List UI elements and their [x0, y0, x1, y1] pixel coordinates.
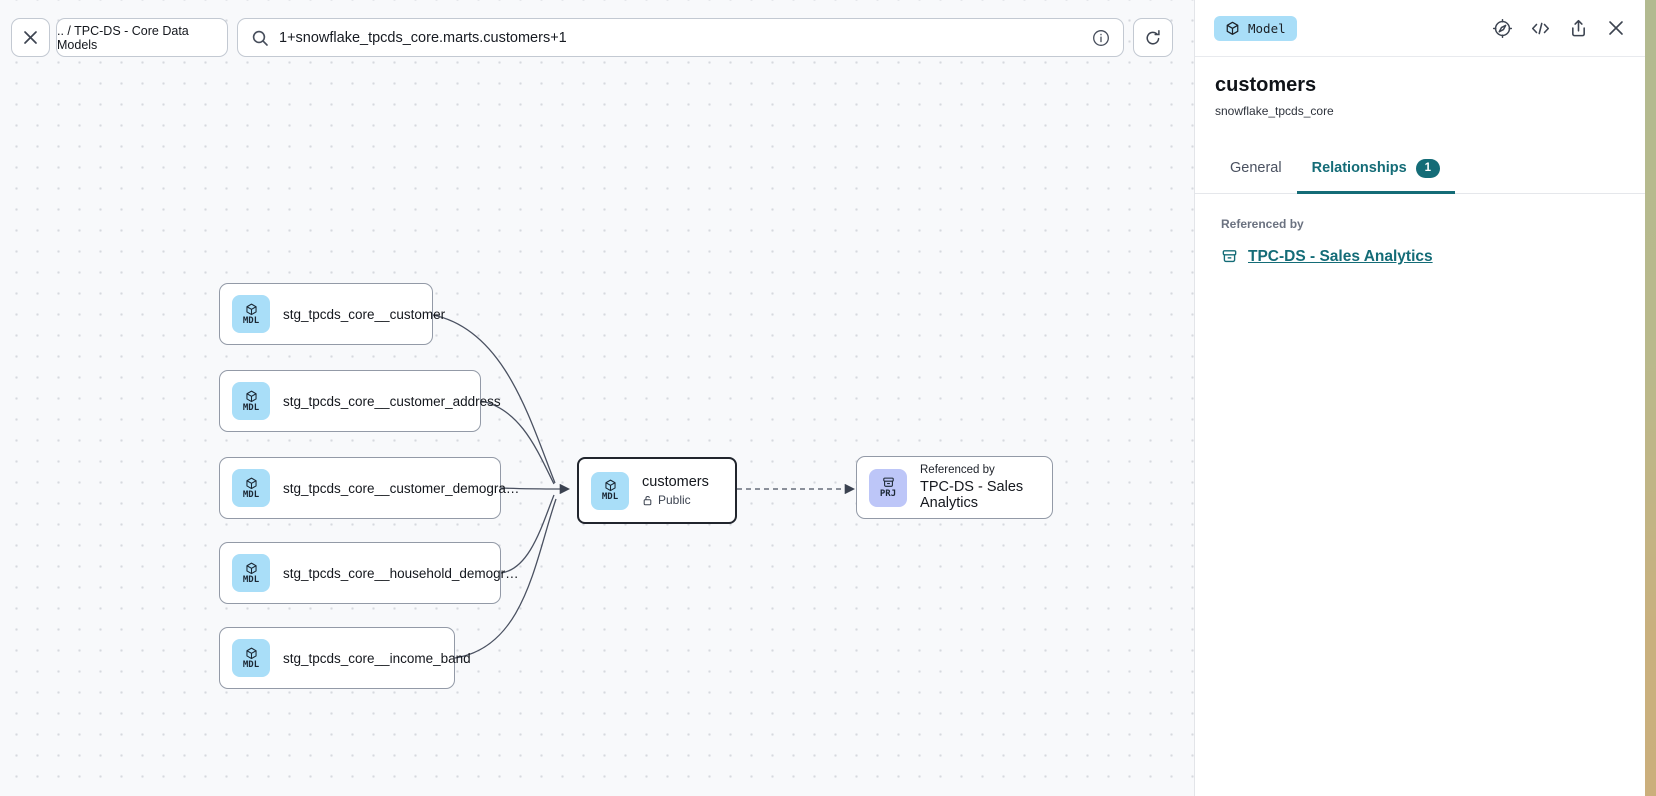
project-icon: PRJ — [869, 468, 907, 507]
referenced-by-section: Referenced by TPC-DS - Sales Analytics — [1195, 194, 1645, 294]
wallpaper-strip — [1645, 0, 1656, 796]
refresh-button[interactable] — [1133, 18, 1173, 57]
node-label: stg_tpcds_core__customer_demogra… — [283, 480, 520, 496]
tab-general[interactable]: General — [1215, 149, 1297, 194]
node-label: stg_tpcds_core__income_band — [283, 650, 471, 666]
lock-open-icon — [642, 495, 653, 506]
panel-actions — [1492, 18, 1626, 39]
node-label: stg_tpcds_core__household_demogr… — [283, 565, 519, 581]
cube-icon — [1225, 21, 1240, 36]
breadcrumb[interactable]: .. / TPC-DS - Core Data Models — [56, 18, 228, 57]
search-box[interactable] — [237, 18, 1124, 57]
project-node[interactable]: PRJ Referenced by TPC-DS - Sales Analyti… — [856, 456, 1053, 519]
referenced-by-link[interactable]: TPC-DS - Sales Analytics — [1221, 248, 1433, 266]
referenced-by-label: Referenced by — [1221, 216, 1304, 231]
panel-tabs: General Relationships 1 — [1195, 149, 1645, 194]
code-button[interactable] — [1530, 18, 1551, 39]
node-caption: Referenced by — [920, 464, 995, 476]
node-label: TPC-DS - Sales Analytics — [920, 479, 1024, 511]
lineage-canvas[interactable]: .. / TPC-DS - Core Data Models MDL stg_t… — [0, 0, 1194, 796]
model-node[interactable]: MDL stg_tpcds_core__household_demogr… — [219, 542, 519, 604]
close-icon — [22, 29, 39, 46]
compass-icon — [1492, 18, 1513, 39]
close-panel-button[interactable] — [1606, 18, 1626, 38]
node-visibility: Public — [642, 493, 709, 507]
info-icon[interactable] — [1092, 29, 1110, 47]
model-node[interactable]: MDL stg_tpcds_core__customer_address — [219, 370, 501, 432]
share-icon — [1568, 18, 1589, 39]
close-lineage-button[interactable] — [11, 18, 50, 57]
details-panel: Model — [1194, 0, 1645, 796]
panel-subtitle: snowflake_tpcds_core — [1215, 104, 1334, 118]
breadcrumb-label: .. / TPC-DS - Core Data Models — [57, 23, 189, 52]
archive-icon — [1221, 248, 1238, 265]
panel-header: Model — [1195, 0, 1645, 57]
panel-intro: customers snowflake_tpcds_core — [1195, 57, 1645, 118]
model-type-badge: Model — [1214, 15, 1297, 41]
explore-button[interactable] — [1492, 18, 1513, 39]
model-icon: MDL — [232, 639, 270, 677]
node-label: customers — [642, 474, 709, 490]
model-node[interactable]: MDL stg_tpcds_core__income_band — [219, 627, 471, 689]
relationships-count-badge: 1 — [1415, 159, 1441, 178]
node-label: stg_tpcds_core__customer_address — [283, 393, 501, 409]
model-node[interactable]: MDL stg_tpcds_core__customer_demogra… — [219, 457, 519, 519]
model-icon: MDL — [591, 471, 629, 510]
tab-relationships[interactable]: Relationships 1 — [1296, 149, 1456, 194]
close-icon — [1606, 18, 1626, 38]
model-icon: MDL — [232, 295, 270, 333]
search-input[interactable] — [279, 29, 1082, 46]
share-button[interactable] — [1568, 18, 1589, 39]
refresh-icon — [1144, 29, 1162, 47]
panel-title: customers — [1215, 74, 1317, 96]
model-node[interactable]: MDL stg_tpcds_core__customer — [219, 283, 445, 345]
code-icon — [1530, 18, 1551, 39]
model-icon: MDL — [232, 554, 270, 592]
selected-model-node[interactable]: MDL customers Public — [577, 457, 737, 524]
model-icon: MDL — [232, 469, 270, 507]
node-label: stg_tpcds_core__customer — [283, 306, 446, 322]
lineage-edges — [432, 314, 856, 659]
model-icon: MDL — [232, 382, 270, 420]
search-icon — [251, 29, 269, 47]
